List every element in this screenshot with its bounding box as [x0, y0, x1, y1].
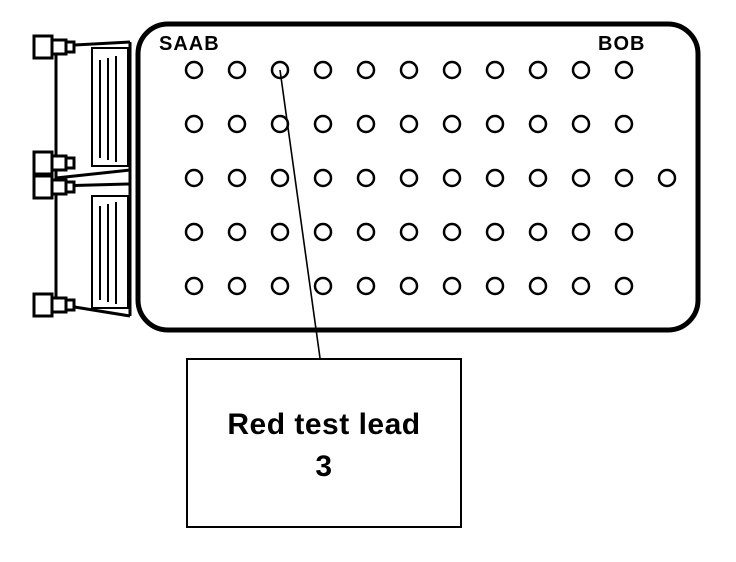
- callout-title: Red test lead: [227, 408, 421, 441]
- pin-hole: [227, 276, 247, 296]
- pin-hole: [571, 276, 591, 296]
- leader-line: [279, 69, 321, 359]
- pin-hole: [184, 222, 204, 242]
- pin-hole: [313, 114, 333, 134]
- connector-plug-top: [32, 34, 76, 60]
- pin-hole: [270, 276, 290, 296]
- pin-hole: [227, 60, 247, 80]
- pin-hole: [399, 222, 419, 242]
- pin-hole: [614, 114, 634, 134]
- pin-hole: [356, 114, 376, 134]
- pin-hole: [442, 168, 462, 188]
- pin-hole: [442, 114, 462, 134]
- pin-hole: [657, 168, 677, 188]
- connector-plug-bottom: [32, 292, 76, 318]
- connector-plug-middle: [32, 150, 76, 200]
- pin-hole: [184, 168, 204, 188]
- pin-hole: [614, 60, 634, 80]
- pin-hole: [614, 276, 634, 296]
- pin-hole: [485, 222, 505, 242]
- pin-hole: [356, 168, 376, 188]
- pin-hole: [528, 168, 548, 188]
- pin-hole: [356, 222, 376, 242]
- pin-hole: [528, 114, 548, 134]
- pin-hole: [571, 60, 591, 80]
- pin-hole: [399, 276, 419, 296]
- pin-hole: [313, 222, 333, 242]
- pin-hole: [227, 114, 247, 134]
- pin-hole: [399, 168, 419, 188]
- callout-pin-number: 3: [315, 450, 333, 483]
- pin-hole: [485, 168, 505, 188]
- pin-hole: [270, 168, 290, 188]
- pin-hole: [442, 222, 462, 242]
- pin-hole: [528, 60, 548, 80]
- pin-grid: [184, 60, 677, 296]
- pin-hole: [442, 276, 462, 296]
- pin-hole: [571, 114, 591, 134]
- pin-hole: [227, 222, 247, 242]
- pin-hole: [184, 60, 204, 80]
- pin-hole: [528, 276, 548, 296]
- pin-hole: [356, 60, 376, 80]
- pin-hole: [270, 222, 290, 242]
- cable-harness: [32, 34, 132, 318]
- callout-box: Red test lead 3: [186, 358, 462, 528]
- brand-label-left: SAAB: [159, 33, 220, 55]
- pin-hole: [356, 276, 376, 296]
- pin-hole: [313, 276, 333, 296]
- pin-hole: [485, 114, 505, 134]
- pin-hole: [571, 222, 591, 242]
- pin-hole: [270, 114, 290, 134]
- pin-hole: [485, 276, 505, 296]
- pin-hole: [313, 168, 333, 188]
- pin-hole: [184, 276, 204, 296]
- pin-hole: [399, 60, 419, 80]
- pin-hole: [614, 222, 634, 242]
- pin-hole: [399, 114, 419, 134]
- pin-hole: [614, 168, 634, 188]
- pin-hole: [227, 168, 247, 188]
- pin-hole: [485, 60, 505, 80]
- pin-hole: [571, 168, 591, 188]
- pin-hole: [528, 222, 548, 242]
- brand-label-right: BOB: [598, 33, 646, 55]
- pin-hole: [313, 60, 333, 80]
- pin-hole: [184, 114, 204, 134]
- pin-hole: [442, 60, 462, 80]
